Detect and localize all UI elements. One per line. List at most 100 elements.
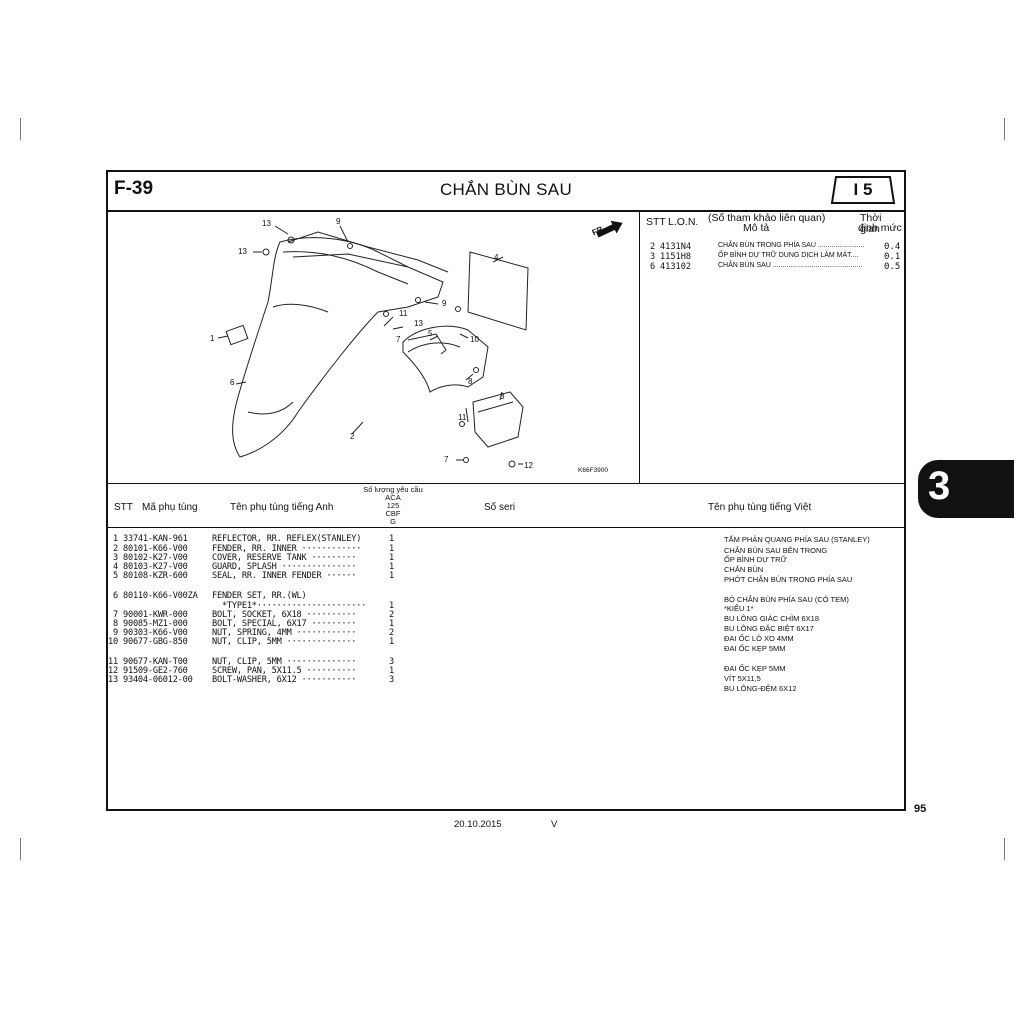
- col-name-vn: Tên phụ tùng tiếng Việt: [708, 502, 812, 513]
- col-serial: Số seri: [484, 502, 516, 513]
- row-name-vn: ĐAI ỐC KẸP 5MM: [724, 644, 786, 653]
- section-badge: I 5: [830, 175, 896, 205]
- table-row: 13 93404-06012-00 BOLT-WASHER, 6X12 ····…: [108, 675, 904, 693]
- row-name-vn: VÍT 5X11,5: [724, 674, 761, 683]
- ref-col-desc-top: (Số tham khảo liên quan): [708, 212, 826, 224]
- table-row: 12 91509-GE2-760 SCREW, PAN, 5X11.5 ····…: [108, 666, 904, 683]
- page-code: F-39: [114, 178, 154, 199]
- callout-9: 9: [336, 217, 341, 226]
- row-name-vn: CHẮN BÙN: [724, 565, 764, 574]
- ref-desc: CHẮN BÙN SAU ...........................…: [718, 262, 863, 269]
- row-qty: 1: [389, 601, 394, 611]
- row-part-no: 90677-GBG-850: [123, 637, 188, 647]
- row-part-no: 90085-MZ1-000: [123, 619, 188, 629]
- row-stt: 13: [108, 675, 118, 685]
- row-name-en: BOLT, SOCKET, 6X18 ··········: [212, 610, 357, 620]
- row-qty: 1: [389, 637, 394, 647]
- ref-time: 0.4: [884, 242, 901, 252]
- row-name-en: FENDER, RR. INNER ············: [212, 544, 362, 554]
- ref-time: 0.1: [884, 252, 901, 262]
- callout-8: 8: [468, 377, 473, 386]
- chapter-tab: 3: [918, 460, 1014, 518]
- callout-13: 13: [262, 219, 271, 228]
- row-name-vn: BỘ CHẮN BÙN PHÍA SAU (CÓ TEM): [724, 595, 849, 604]
- front-direction-arrow: [596, 220, 623, 238]
- section-badge-frame-icon: [830, 176, 896, 204]
- row-qty: 2: [389, 628, 394, 638]
- row-part-no: 80101-K66-V00: [123, 544, 188, 554]
- ref-stt: 3: [650, 252, 656, 262]
- ref-stt: 2: [650, 242, 656, 252]
- row-stt: 7: [108, 610, 118, 620]
- section-code: I 5: [853, 180, 873, 199]
- col-quantity: Số lượng yêu cầu ACA 125 CBF G: [363, 486, 423, 526]
- ref-col-lon: L.O.N.: [668, 216, 699, 228]
- row-stt: 9: [108, 628, 118, 638]
- qty-model-line: CBF: [385, 509, 401, 518]
- parts-catalog-page: F-39 CHẮN BÙN SAU I 5: [106, 170, 906, 811]
- callout-3: 3: [500, 392, 505, 401]
- row-name-en: BOLT, SPECIAL, 6X17 ·········: [212, 619, 357, 629]
- col-name-en: Tên phụ tùng tiếng Anh: [230, 502, 334, 513]
- row-name-vn: ĐAI ỐC KẸP 5MM: [724, 664, 786, 673]
- row-qty: 1: [389, 666, 394, 676]
- row-stt: 11: [108, 657, 118, 667]
- table-row: *TYPE1*······················ 1 *KIỂU 1*: [108, 601, 904, 613]
- callout-1: 1: [210, 334, 215, 343]
- row-name-en: GUARD, SPLASH ···············: [212, 562, 357, 572]
- ref-lon: 413102: [660, 262, 692, 272]
- row-name-en: NUT, SPRING, 4MM ············: [212, 628, 357, 638]
- row-part-no: 90677-KAN-T00: [123, 657, 188, 667]
- row-name-en: NUT, CLIP, 5MM ··············: [212, 637, 357, 647]
- row-name-en: BOLT-WASHER, 6X12 ···········: [212, 675, 357, 685]
- callout-13: 13: [414, 319, 423, 328]
- row-part-no: 93404-06012-00: [123, 675, 193, 685]
- row-name-vn: PHỚT CHẮN BÙN TRONG PHÍA SAU: [724, 575, 853, 584]
- crop-mark: [1004, 118, 1005, 140]
- row-qty: 3: [389, 675, 394, 685]
- callout-11: 11: [399, 309, 408, 318]
- ref-row: 2 4131N4 CHẮN BÙN TRONG PHÍA SAU .......…: [650, 242, 900, 252]
- footer-revision: V: [551, 819, 558, 830]
- ref-time: 0.5: [884, 262, 901, 272]
- qty-model-line: 125: [386, 501, 400, 510]
- labor-time-reference: STT L.O.N. (Số tham khảo liên quan) Mô t…: [640, 212, 904, 483]
- row-part-no: 90303-K66-V00: [123, 628, 188, 638]
- ref-lon: 1151H8: [660, 252, 692, 262]
- table-row: 11 90677-KAN-T00 NUT, CLIP, 5MM ········…: [108, 657, 904, 673]
- splash-guard-shape: [467, 251, 529, 331]
- row-qty: 1: [389, 544, 394, 554]
- ref-lon: 4131N4: [660, 242, 692, 252]
- table-row: 6 80110-K66-V00ZA FENDER SET, RR.(WL) BỘ…: [108, 591, 904, 604]
- crop-mark: [20, 118, 21, 140]
- table-row: 3 80102-K27-V00 COVER, RESERVE TANK ····…: [108, 553, 904, 564]
- row-part-no: 80110-K66-V00ZA: [123, 591, 198, 601]
- footer-date: 20.10.2015: [454, 819, 502, 830]
- row-qty: 2: [389, 610, 394, 620]
- callout-13: 13: [238, 247, 247, 256]
- crop-mark: [1004, 838, 1005, 860]
- qty-model-line: G: [390, 517, 396, 526]
- qty-model-line: ACA: [385, 493, 401, 502]
- ref-col-desc-bottom: Mô tả: [743, 222, 770, 234]
- drawing-code: K66F3900: [578, 467, 608, 474]
- table-row: 7 90001-KWR-000 BOLT, SOCKET, 6X18 ·····…: [108, 610, 904, 623]
- chapter-number: 3: [928, 464, 951, 508]
- col-part-no: Mã phụ tùng: [142, 502, 198, 513]
- rear-fender-shape: [232, 237, 444, 458]
- row-name-en: COVER, RESERVE TANK ·········: [212, 553, 357, 563]
- row-name-vn: BU LÔNG GIÁC CHÌM 6X18: [724, 614, 820, 623]
- row-name-vn: BU LÔNG ĐẶC BIỆT 6X17: [724, 624, 814, 633]
- row-stt: 8: [108, 619, 118, 629]
- row-part-no: 80102-K27-V00: [123, 553, 188, 563]
- ref-desc: ỐP BÌNH DỰ TRỮ DUNG DỊCH LÀM MÁT....: [718, 252, 859, 259]
- row-part-no: 91509-GE2-760: [123, 666, 188, 676]
- rear-fender-diagram: 13 9 13 4 9 11 13 1 5 7 10 6 8 3 11 2 7 …: [210, 217, 623, 470]
- row-stt: 4: [108, 562, 118, 572]
- ref-col-time-top: Thời gian: [860, 212, 882, 235]
- row-name-en: *TYPE1*······················: [212, 601, 367, 611]
- row-stt: 5: [108, 571, 118, 581]
- callout-4: 4: [494, 253, 499, 262]
- callout-10: 10: [470, 335, 479, 344]
- row-stt: 12: [108, 666, 118, 676]
